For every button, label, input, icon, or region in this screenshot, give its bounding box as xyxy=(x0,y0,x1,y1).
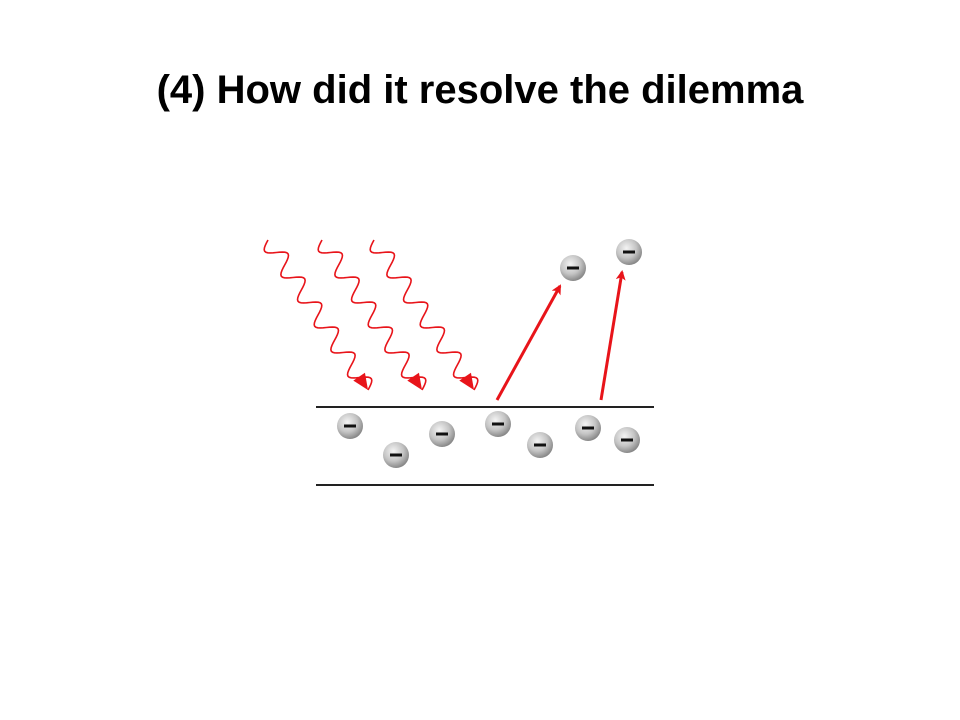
electron-in-plate xyxy=(527,432,553,458)
photon-wave xyxy=(317,239,427,391)
ejected-electron xyxy=(560,255,586,281)
photon-arrowhead xyxy=(407,372,422,390)
minus-sign-icon xyxy=(582,426,594,430)
minus-sign-icon xyxy=(623,250,635,254)
minus-sign-icon xyxy=(344,424,356,428)
ejection-arrow xyxy=(599,270,626,401)
slide-title: (4) How did it resolve the dilemma xyxy=(156,68,804,112)
electron-in-plate xyxy=(429,421,455,447)
minus-sign-icon xyxy=(390,453,402,457)
incoming-photons xyxy=(263,239,479,391)
electrons xyxy=(337,239,642,468)
photon-wave xyxy=(369,239,479,391)
minus-sign-icon xyxy=(436,432,448,436)
photon-arrowhead xyxy=(353,372,368,390)
electron-in-plate xyxy=(383,442,409,468)
photon-arrowhead xyxy=(459,372,474,390)
minus-sign-icon xyxy=(534,443,546,447)
photon-wave xyxy=(263,239,373,391)
electron-in-plate xyxy=(614,427,640,453)
minus-sign-icon xyxy=(492,422,504,426)
electron-in-plate xyxy=(485,411,511,437)
electron-in-plate xyxy=(337,413,363,439)
ejection-arrow xyxy=(495,284,562,401)
minus-sign-icon xyxy=(567,266,579,270)
ejected-electron xyxy=(616,239,642,265)
electron-in-plate xyxy=(575,415,601,441)
minus-sign-icon xyxy=(621,438,633,442)
